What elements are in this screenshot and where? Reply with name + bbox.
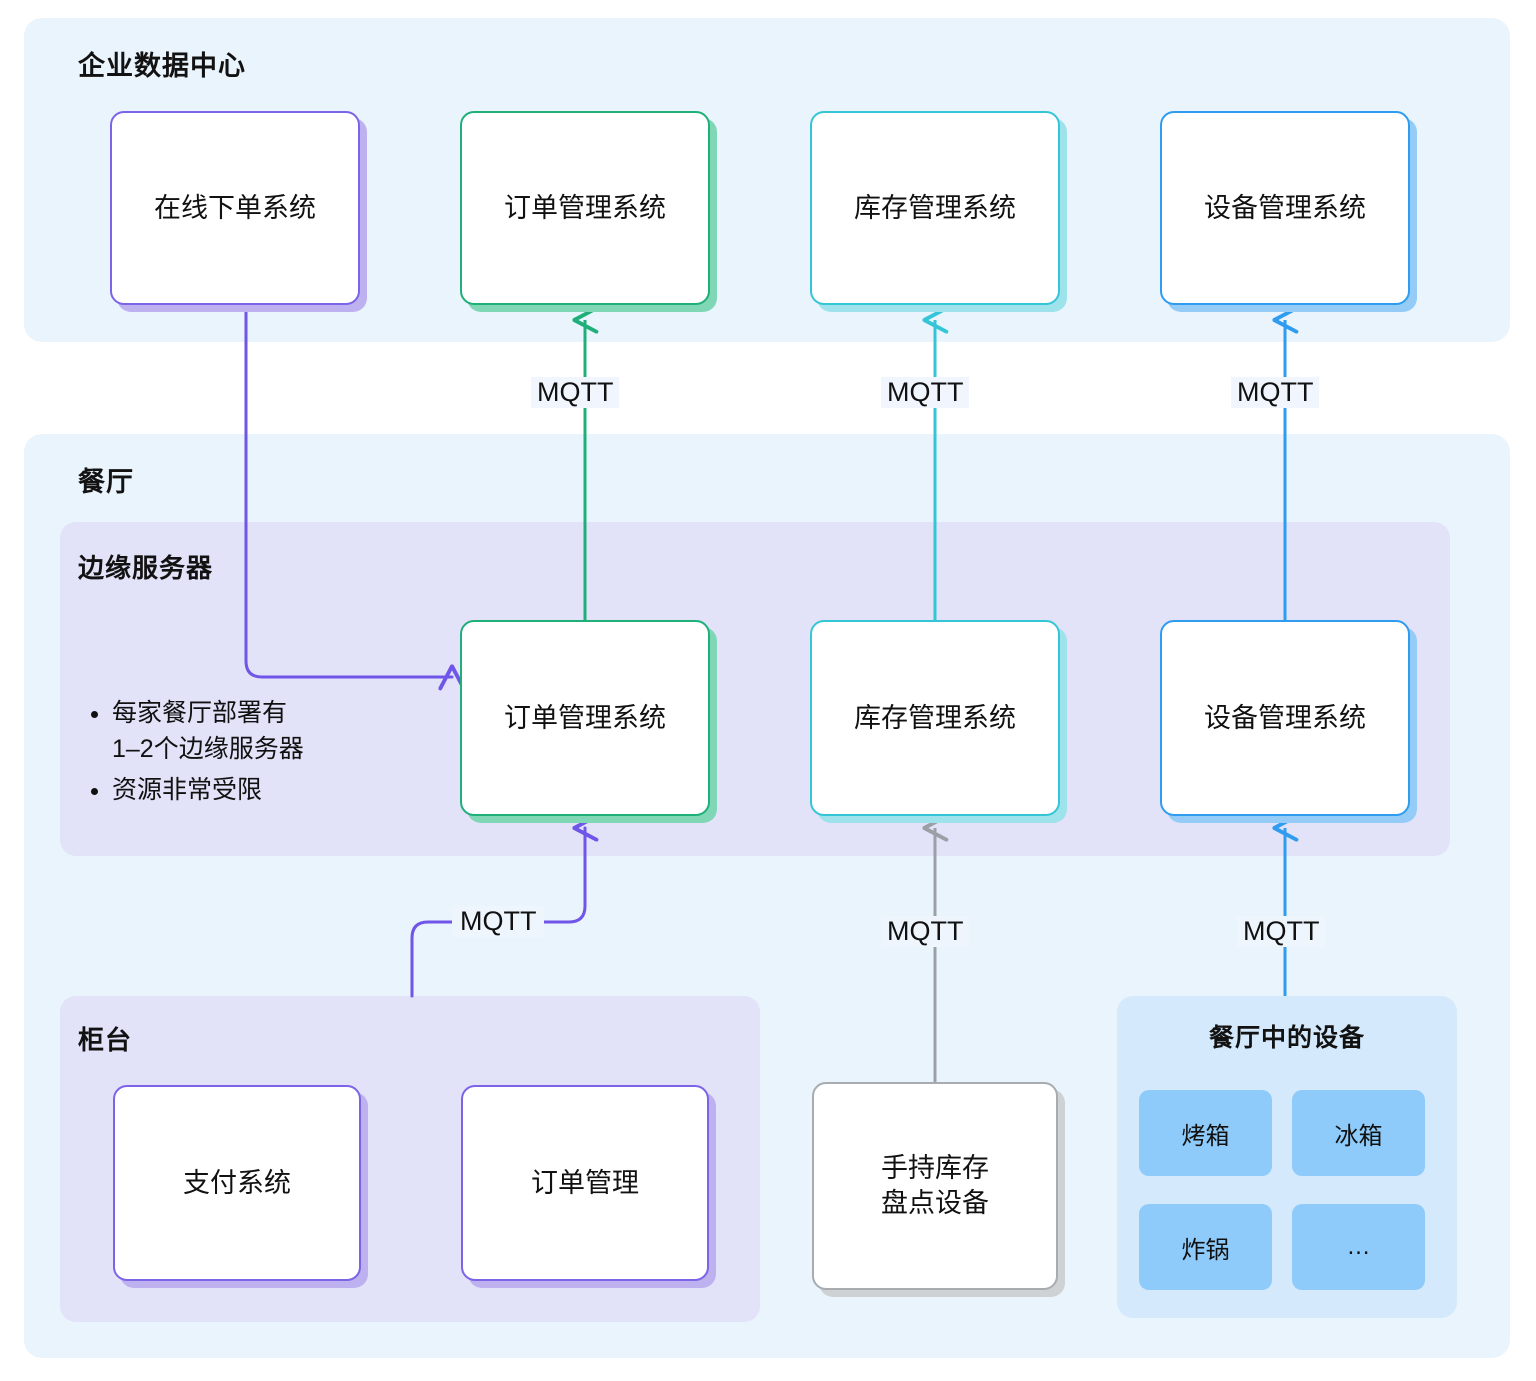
device-chip-oven[interactable]: 烤箱 xyxy=(1139,1090,1272,1176)
chip-label: … xyxy=(1346,1233,1371,1260)
note-item: 资源非常受限 xyxy=(112,773,422,809)
card-label: 在线下单系统 xyxy=(154,192,316,223)
card-counter-payment-system[interactable]: 支付系统 xyxy=(113,1085,361,1281)
card-handheld-inventory-device[interactable]: 手持库存 盘点设备 xyxy=(812,1082,1058,1290)
protocol-label-dc-order: MQTT xyxy=(531,377,620,408)
card-label: 设备管理系统 xyxy=(1204,702,1366,733)
subzone-edge-server-title: 边缘服务器 xyxy=(78,553,214,583)
zone-datacenter-title: 企业数据中心 xyxy=(78,51,246,81)
card-label: 订单管理系统 xyxy=(504,192,666,223)
card-dc-order-management[interactable]: 订单管理系统 xyxy=(460,111,710,305)
chip-label: 烤箱 xyxy=(1181,1122,1230,1150)
wire-online-order-to-edge-order xyxy=(244,305,452,677)
card-dc-device-management[interactable]: 设备管理系统 xyxy=(1160,111,1410,305)
card-dc-inventory-management[interactable]: 库存管理系统 xyxy=(810,111,1060,305)
card-label: 设备管理系统 xyxy=(1204,192,1366,223)
protocol-label-dc-inventory: MQTT xyxy=(881,377,970,408)
protocol-label-devices-to-edge: MQTT xyxy=(1237,916,1326,947)
device-chip-fridge[interactable]: 冰箱 xyxy=(1292,1090,1425,1176)
chip-label: 炸锅 xyxy=(1181,1236,1230,1264)
device-chip-fryer[interactable]: 炸锅 xyxy=(1139,1204,1272,1290)
device-chip-more[interactable]: … xyxy=(1292,1204,1425,1290)
card-label: 库存管理系统 xyxy=(854,702,1016,733)
note-item: 每家餐厅部署有 1–2个边缘服务器 xyxy=(112,696,422,767)
card-edge-device-management[interactable]: 设备管理系统 xyxy=(1160,620,1410,816)
protocol-label-handheld-to-edge: MQTT xyxy=(881,916,970,947)
protocol-label-counter-to-edge: MQTT xyxy=(452,906,545,937)
card-label: 订单管理 xyxy=(531,1167,639,1198)
card-edge-order-management[interactable]: 订单管理系统 xyxy=(460,620,710,816)
card-edge-inventory-management[interactable]: 库存管理系统 xyxy=(810,620,1060,816)
card-label: 手持库存 盘点设备 xyxy=(881,1153,989,1218)
chip-label: 冰箱 xyxy=(1334,1122,1383,1150)
subzone-devices-title: 餐厅中的设备 xyxy=(1208,1024,1365,1052)
card-counter-order-management[interactable]: 订单管理 xyxy=(461,1085,709,1281)
card-label: 库存管理系统 xyxy=(854,192,1016,223)
card-dc-online-order[interactable]: 在线下单系统 xyxy=(110,111,360,305)
edge-server-notes: 每家餐厅部署有 1–2个边缘服务器 资源非常受限 xyxy=(82,696,422,815)
zone-restaurant-title: 餐厅 xyxy=(78,467,134,497)
subzone-counter-title: 柜台 xyxy=(78,1025,133,1055)
card-label: 订单管理系统 xyxy=(504,702,666,733)
protocol-label-dc-device: MQTT xyxy=(1231,377,1320,408)
card-label: 支付系统 xyxy=(183,1167,291,1198)
